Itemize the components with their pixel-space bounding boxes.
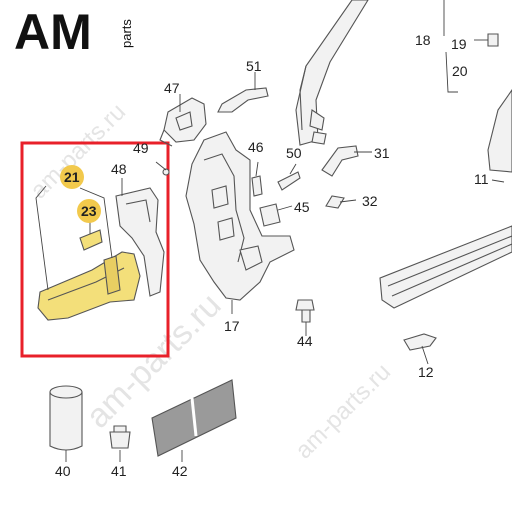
block-45 (259, 203, 281, 227)
callout-45[interactable]: 45 (294, 199, 310, 215)
panel-48 (115, 187, 165, 297)
a-pillar-part (295, 0, 369, 146)
bracket-50 (277, 171, 301, 191)
bolt-44 (295, 299, 315, 323)
callout-23[interactable]: 23 (81, 203, 97, 219)
callout-50[interactable]: 50 (286, 145, 302, 161)
canister-40 (49, 385, 83, 451)
pad-42 (151, 379, 237, 457)
callout-31[interactable]: 31 (374, 145, 390, 161)
callout-19[interactable]: 19 (451, 36, 467, 52)
logo-sub: parts (119, 19, 134, 48)
callout-42[interactable]: 42 (172, 463, 188, 479)
callout-40[interactable]: 40 (55, 463, 71, 479)
callout-32[interactable]: 32 (362, 193, 378, 209)
leader-lines (35, 0, 505, 462)
clip-46 (251, 175, 263, 197)
bracket-47 (159, 97, 207, 147)
watermark-small-2: am-parts.ru (290, 358, 396, 464)
b-pillar-edge (487, 89, 512, 173)
highlight-circle-23 (77, 199, 101, 223)
callout-51[interactable]: 51 (246, 58, 262, 74)
rail-21 (37, 251, 141, 321)
bracket-23 (79, 229, 103, 251)
clip-19 (487, 33, 499, 47)
callout-41[interactable]: 41 (111, 463, 127, 479)
callout-12[interactable]: 12 (418, 364, 434, 380)
screw-49 (162, 168, 170, 176)
watermark-small-1: am-parts.ru (25, 98, 131, 204)
highlight-circle-21 (60, 165, 84, 189)
callout-47[interactable]: 47 (164, 80, 180, 96)
callout-48[interactable]: 48 (111, 161, 127, 177)
callout-21[interactable]: 21 (64, 169, 80, 185)
callout-49[interactable]: 49 (133, 140, 149, 156)
bracket-51 (217, 87, 269, 113)
plug-41 (109, 425, 131, 449)
callout-20[interactable]: 20 (452, 63, 468, 79)
clip-31 (321, 145, 359, 177)
highlight-frame (20, 141, 170, 358)
callout-46[interactable]: 46 (248, 139, 264, 155)
logo-text: AM (14, 4, 92, 60)
clip-32 (325, 195, 345, 209)
bracket-12 (403, 333, 437, 351)
sill-11 (379, 225, 512, 309)
callout-11[interactable]: 11 (474, 171, 489, 187)
callout-44[interactable]: 44 (297, 333, 313, 349)
logo: AM parts (14, 4, 134, 60)
callout-17[interactable]: 17 (224, 318, 240, 334)
callout-labels: 18 19 20 47 51 49 48 46 50 31 11 45 32 2… (55, 32, 489, 479)
panel-17 (185, 131, 295, 301)
callout-18[interactable]: 18 (415, 32, 431, 48)
